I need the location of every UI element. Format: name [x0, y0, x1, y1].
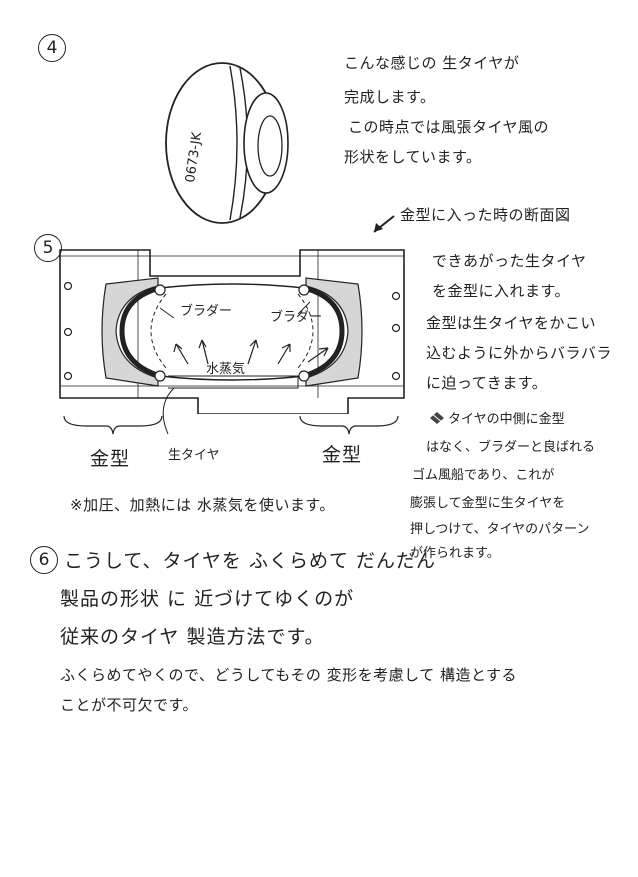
cross-section-caption: 金型に入った時の断面図 [400, 206, 571, 224]
step-6-text-2: 製品の形状 に 近づけてゆくのが [60, 588, 355, 610]
step-6-number: 6 [30, 546, 58, 574]
mold-label-left: 金型 [90, 448, 131, 470]
step-5-text2-4: 膨張して金型に生タイヤを [410, 496, 566, 511]
mold-brace-left [63, 415, 163, 435]
step-5-text2-1: タイヤの中側に金型 [448, 412, 565, 427]
bullet-mark-icon [430, 412, 444, 424]
step-5-note: ※加圧、加熱には 水蒸気を使います。 [70, 496, 335, 514]
step-4-text-4: 形状をしています。 [344, 148, 482, 166]
step-6-text-3: 従来のタイヤ 製造方法です。 [60, 626, 325, 648]
step-4-text-3: この時点では風張タイヤ風の [348, 118, 550, 136]
step-4-text-2: 完成します。 [344, 88, 436, 106]
step-5-number: 5 [34, 234, 62, 262]
tire-code-label: 0673-JK [183, 131, 205, 184]
step-5-text1-5: に迫ってきます。 [426, 374, 548, 392]
steam-label: 水蒸気 [206, 362, 246, 377]
mold-cross-section-diagram [59, 249, 405, 414]
step-4-number: 4 [38, 34, 66, 62]
step-6-extra-1: ふくらめてやくので、どうしてもその 変形を考慮して 構造とする [60, 666, 518, 684]
step-5-text1-4: 込むように外からバラバラ [426, 344, 612, 362]
step-4-text-1: こんな感じの 生タイヤが [344, 54, 520, 72]
mold-brace-right [299, 415, 399, 435]
step-5-text1-3: 金型は生タイヤをかこい [426, 314, 597, 332]
step-5-text2-2: はなく、ブラダーと良ばれる [426, 440, 596, 455]
bladder-label-left: ブラダー [180, 304, 233, 319]
step-5-text1-2: を金型に入れます。 [432, 282, 571, 300]
arrow-icon [373, 215, 395, 233]
step-5-text2-5: 押しつけて、タイヤのパターン [410, 522, 590, 537]
step-5-text1-1: できあがった生タイヤ [432, 252, 587, 270]
green-tire-label: 生タイヤ [168, 448, 220, 463]
green-tire-pointer [162, 387, 175, 435]
step-5-text2-6: が作られます。 [410, 546, 500, 561]
bladder-label-right: ブラダー [270, 310, 323, 325]
step-6-text-1: こうして、タイヤを ふくらめて だんだん [64, 550, 436, 572]
step-6-extra-2: ことが不可欠です。 [60, 696, 199, 714]
mold-label-right: 金型 [322, 444, 363, 466]
step-5-text2-3: ゴム風船であり、これが [412, 468, 555, 483]
green-tire-sketch: 0673-JK [165, 62, 289, 224]
